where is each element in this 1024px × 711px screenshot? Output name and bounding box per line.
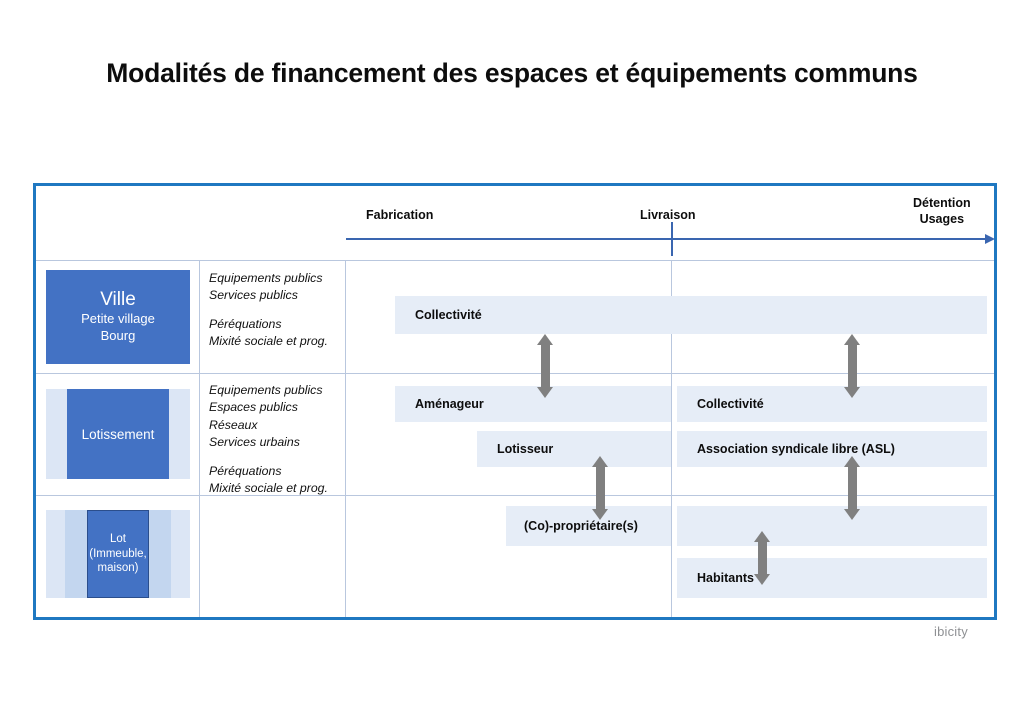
- scale-box-lot-frame-outer: Lot (Immeuble, maison): [46, 510, 190, 598]
- timeline-label-detention: Détention Usages: [913, 196, 971, 227]
- scale-box-lotissement: Lotissement: [67, 389, 169, 479]
- descriptors-ville: Equipements publics Services publics Pér…: [209, 270, 341, 351]
- arrow-head-down-icon: [754, 574, 770, 585]
- timeline-label-detention-line2: Usages: [919, 211, 965, 226]
- arrow-head-up-icon: [844, 456, 860, 467]
- row-divider-header: [36, 260, 994, 261]
- bar-habitants[interactable]: Habitants: [677, 558, 987, 598]
- descriptor-item: Equipements publics: [209, 271, 323, 285]
- descriptors-lotissement: Equipements publics Espaces publics Rése…: [209, 382, 341, 498]
- bar-copropietaire-extension: [677, 506, 987, 546]
- arrow-head-down-icon: [844, 509, 860, 520]
- descriptor-item: Services urbains: [209, 435, 300, 450]
- descriptor-item: Mixité sociale et prog.: [209, 334, 328, 349]
- watermark-ibicity: ibicity: [934, 624, 968, 639]
- scale-box-lot: Lot (Immeuble, maison): [87, 510, 149, 598]
- bar-amenageur[interactable]: Aménageur: [395, 386, 671, 422]
- diagram-frame: Fabrication Livraison Détention Usages V…: [33, 183, 997, 620]
- descriptor-gap: [209, 305, 341, 316]
- bar-association-syndicale-libre[interactable]: Association syndicale libre (ASL): [677, 431, 987, 467]
- arrow-head-up-icon: [592, 456, 608, 467]
- bar-copropietaire[interactable]: (Co)-propriétaire(s): [506, 506, 671, 546]
- scale-box-lot-sub1: (Immeuble,: [89, 547, 147, 560]
- arrow-head-up-icon: [754, 531, 770, 542]
- descriptor-item: Mixité sociale et prog.: [209, 481, 328, 496]
- scale-box-lot-sub2: maison): [97, 562, 139, 575]
- arrow-head-down-icon: [592, 509, 608, 520]
- arrow-head-down-icon: [537, 387, 553, 398]
- scale-box-ville: Ville Petite village Bourg: [46, 270, 190, 364]
- scale-box-lot-title: Lot: [110, 533, 126, 546]
- row-divider-1: [36, 373, 994, 374]
- timeline-label-livraison: Livraison: [640, 208, 696, 222]
- descriptor-item: Espaces publics: [209, 400, 298, 415]
- diagram-canvas: Fabrication Livraison Détention Usages V…: [36, 186, 995, 617]
- descriptor-item: Equipements publics: [209, 383, 323, 397]
- scale-cell-lot: Lot (Immeuble, maison): [46, 504, 190, 604]
- scale-box-ville-sub1: Petite village: [81, 311, 155, 327]
- descriptor-item: Péréquations: [209, 316, 282, 331]
- descriptor-gap: [209, 452, 341, 463]
- timeline-arrow-icon: [346, 234, 995, 244]
- scale-box-lotissement-frame: Lotissement: [46, 389, 190, 479]
- double-arrow-icon-right-3: [754, 531, 770, 585]
- arrow-head-up-icon: [844, 334, 860, 345]
- scale-box-ville-title: Ville: [100, 289, 136, 311]
- column-divider-scale: [199, 260, 200, 617]
- bar-collectivite-row2[interactable]: Collectivité: [677, 386, 987, 422]
- double-arrow-icon-left-1: [537, 334, 553, 398]
- scale-box-lot-frame-inner: Lot (Immeuble, maison): [65, 510, 171, 598]
- column-divider-descriptors: [345, 260, 346, 617]
- scale-cell-ville: Ville Petite village Bourg: [46, 270, 190, 364]
- bar-collectivite-row1[interactable]: Collectivité: [395, 296, 987, 334]
- timeline-label-fabrication: Fabrication: [366, 208, 434, 222]
- double-arrow-icon-left-2: [592, 456, 608, 520]
- arrow-head-up-icon: [537, 334, 553, 345]
- scale-cell-lotissement: Lotissement: [46, 382, 190, 486]
- double-arrow-icon-right-2: [844, 456, 860, 520]
- page-title: Modalités de financement des espaces et …: [106, 58, 918, 88]
- double-arrow-icon-right-1: [844, 334, 860, 398]
- bar-lotisseur[interactable]: Lotisseur: [477, 431, 671, 467]
- column-divider-livraison: [671, 260, 672, 617]
- descriptor-item: Services publics: [209, 288, 298, 303]
- descriptor-item: Péréquations: [209, 463, 282, 478]
- arrow-head-down-icon: [844, 387, 860, 398]
- descriptor-item: Réseaux: [209, 417, 258, 432]
- scale-box-ville-sub2: Bourg: [100, 327, 136, 343]
- timeline-label-detention-line1: Détention: [913, 196, 971, 210]
- row-divider-2: [36, 495, 994, 496]
